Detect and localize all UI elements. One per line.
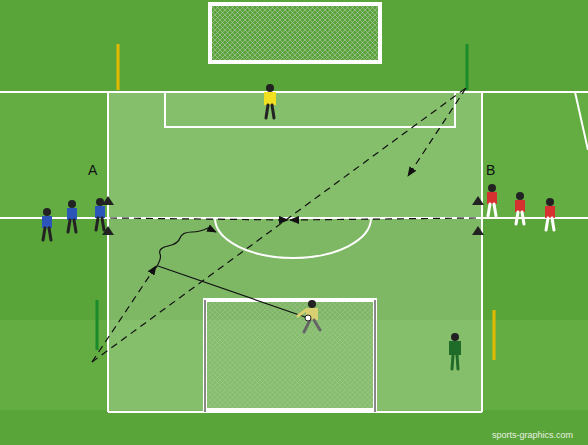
player-label: A xyxy=(88,162,97,178)
watermark: sports-graphics.com xyxy=(492,430,573,440)
player-label: B xyxy=(486,162,495,178)
